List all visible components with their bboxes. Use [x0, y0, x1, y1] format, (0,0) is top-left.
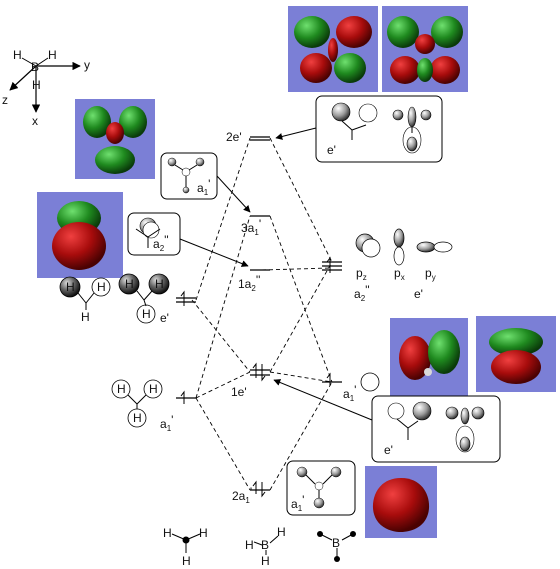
axis-atom-h3: H	[32, 78, 41, 92]
bh3-atom-h2: H	[277, 525, 286, 539]
callout-box-a2	[127, 212, 181, 256]
h-atom-a3: H	[133, 411, 142, 425]
coordinate-axes: B H H H y z x	[2, 48, 90, 128]
orbital-panel-2a1	[365, 466, 437, 538]
boron-a2-label: a2''	[354, 283, 370, 303]
bh3-atom-h3: H	[261, 554, 270, 568]
orbital-panel-1a2	[37, 192, 123, 278]
boron-pz-label: pz	[356, 266, 367, 282]
h-atom-e1: H	[66, 280, 75, 294]
axis-label-z: z	[2, 93, 8, 107]
orbital-panel-2e-a	[288, 6, 378, 92]
h3-fragment: H H H	[163, 526, 208, 568]
h-atom-a1: H	[117, 382, 126, 396]
h-atom-e6: H	[142, 307, 151, 321]
h-atom-e2: H	[97, 280, 106, 294]
callout-box-a1-bottom	[286, 460, 356, 516]
callout-box-a1-bottom-label: a1'	[291, 493, 304, 513]
callout-box-e-top-label: e'	[327, 143, 336, 157]
orbital-panel-3a1	[75, 99, 155, 179]
orbital-panel-1e-b	[476, 316, 556, 392]
callout-box-e-top	[315, 95, 443, 163]
bh3-atom-b: B	[261, 538, 269, 552]
energy-levels	[176, 136, 342, 491]
h3-e-group-orbitals: H H H H H H	[59, 273, 170, 324]
callout-box-a1-top-label: a1'	[197, 177, 210, 197]
mo-label-2e: 2e'	[226, 130, 242, 144]
bh3-atom-h1: H	[245, 538, 254, 552]
axis-atom-h2: H	[48, 48, 57, 62]
callout-box-e-bottom-label: e'	[384, 443, 393, 457]
h3-a1-label: a1'	[160, 413, 173, 433]
electron-arrows	[180, 256, 331, 498]
h-atom-e3: H	[81, 310, 90, 324]
boron-p-orbitals	[355, 228, 453, 392]
callout-arrow-1e	[273, 379, 373, 421]
h-atom-e5: H	[155, 277, 164, 291]
orbital-panel-2e-b	[382, 6, 468, 92]
axis-atom-b: B	[31, 60, 39, 74]
h3-atom-3: H	[182, 554, 191, 568]
boron-fragment-atom-b: B	[332, 536, 340, 550]
axis-atom-h1: H	[13, 48, 22, 62]
mo-label-3a1: 3a1'	[241, 217, 261, 237]
boron-a1-label: a1'	[343, 383, 356, 403]
mo-label-1e: 1e'	[231, 385, 247, 399]
h3-atom-2: H	[199, 526, 208, 540]
orbital-panel-1e-a	[390, 318, 468, 398]
boron-py-label: py	[425, 266, 436, 282]
h3-a1-group-orbital: H H H	[111, 379, 163, 428]
boron-px-label: px	[394, 266, 405, 282]
axis-label-y: y	[84, 58, 90, 72]
h3-e-label: e'	[160, 311, 169, 325]
boron-e-label: e'	[414, 287, 423, 301]
mo-label-1a2: 1a2''	[238, 273, 260, 293]
axis-label-x: x	[32, 114, 38, 128]
callout-box-a2-label: a2''	[153, 233, 169, 253]
boron-fragment: B	[317, 531, 356, 562]
h-atom-e4: H	[125, 277, 134, 291]
callout-arrow-2e	[275, 127, 317, 140]
callout-box-a1-top	[160, 152, 218, 200]
callout-box-e-bottom	[371, 395, 501, 463]
callout-arrow-3a1	[216, 175, 251, 213]
correlation-lines	[191, 137, 333, 491]
bh3-molecule: H H B H	[245, 525, 286, 568]
callout-arrow-1a2	[179, 238, 249, 267]
mo-label-2a1: 2a1'	[232, 485, 252, 505]
h3-atom-1: H	[163, 526, 172, 540]
h-atom-a2: H	[149, 382, 158, 396]
